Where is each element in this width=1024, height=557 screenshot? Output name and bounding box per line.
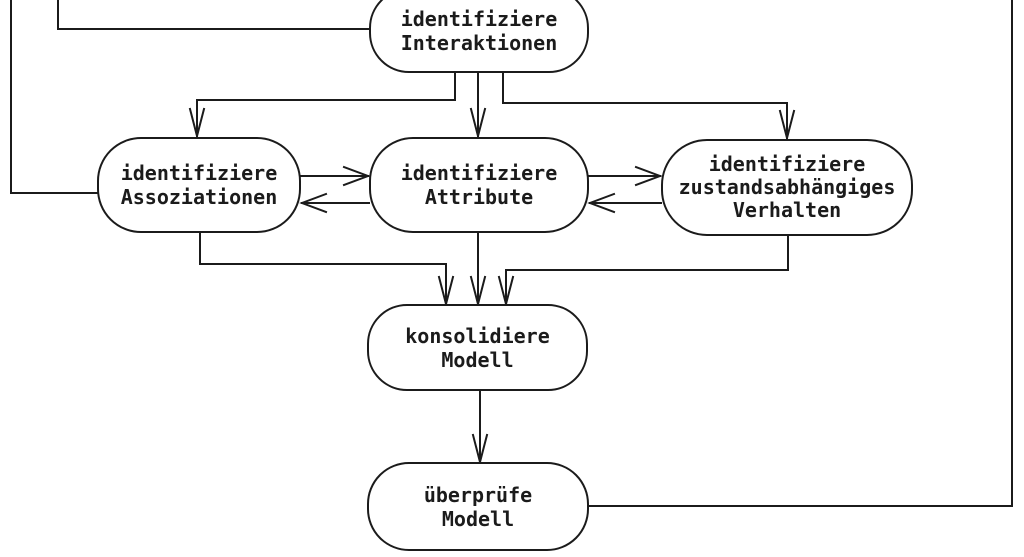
node-label-line: identifiziere — [400, 161, 558, 185]
edge-verhalten-to-konsolidiere-arrow — [497, 235, 789, 308]
edge-konsolidiere-to-ueberpruefe-arrow — [471, 390, 489, 466]
edge-interaktionen-to-verhalten-arrow — [502, 72, 796, 142]
edge-top-to-interaktionen — [57, 0, 370, 30]
edge-attribute-to-verhalten-arrow — [588, 165, 663, 187]
edge-attribute-to-konsolidiere-arrow — [469, 232, 487, 308]
node-label-line: Attribute — [424, 185, 534, 209]
node-label-line: identifiziere — [120, 161, 278, 185]
edge-ueberpruefe-feedback-to-top — [588, 0, 1013, 507]
node-identifiziere-assoziationen: identifiziere Assoziationen — [97, 137, 301, 233]
edge-assoziationen-to-konsolidiere-arrow — [199, 232, 455, 308]
node-label-line: Assoziationen — [120, 185, 278, 209]
edge-top-to-assoziationen — [10, 0, 100, 194]
node-label-line: Modell — [441, 506, 515, 531]
node-identifiziere-zustandsabhaengiges-verhalten: identifiziere zustandsabhängiges Verhalt… — [661, 139, 913, 236]
node-identifiziere-interaktionen: identifiziere Interaktionen — [369, 0, 589, 73]
node-ueberpruefe-modell: überprüfe Modell — [367, 462, 589, 551]
edge-assoziationen-to-attribute-arrow — [300, 165, 371, 187]
edge-attribute-to-assoziationen-arrow — [299, 192, 370, 214]
node-label-line: identifiziere — [708, 152, 866, 176]
node-label-line: konsolidiere — [405, 323, 550, 348]
node-konsolidiere-modell: konsolidiere Modell — [367, 304, 588, 391]
node-identifiziere-attribute: identifiziere Attribute — [369, 137, 589, 233]
edge-interaktionen-to-assoziationen-arrow — [188, 72, 456, 140]
node-label-line: Modell — [441, 347, 514, 372]
edge-interaktionen-to-attribute-arrow — [469, 72, 487, 140]
node-label-line: zustandsabhängiges — [678, 175, 896, 199]
node-label-line: Verhalten — [732, 198, 842, 222]
node-label-line: Interaktionen — [400, 30, 558, 55]
edge-verhalten-to-attribute-arrow — [587, 192, 662, 214]
node-label-line: identifiziere — [400, 6, 558, 31]
node-label-line: überprüfe — [423, 482, 533, 507]
